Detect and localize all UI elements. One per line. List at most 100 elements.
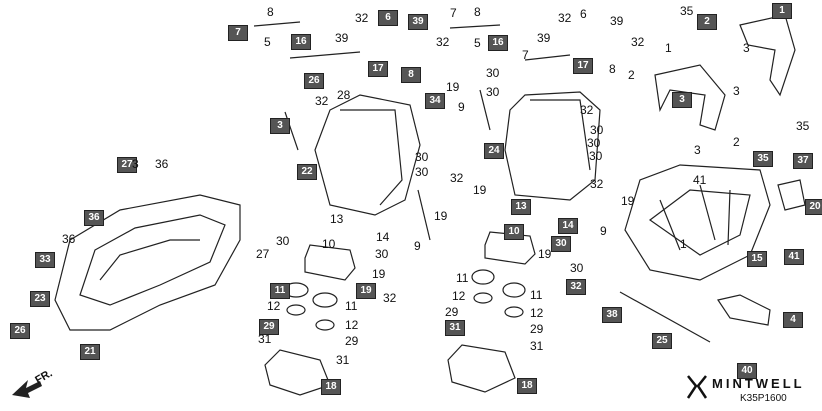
tag-4: 4: [783, 312, 803, 328]
frame-main: [624, 164, 771, 281]
callout-32i: 32: [590, 177, 604, 191]
callout-12c: 12: [452, 289, 466, 303]
tag-40: 40: [737, 363, 757, 379]
tag-38: 38: [602, 307, 622, 323]
tag-18b: 18: [517, 378, 537, 394]
callout-32h: 32: [580, 103, 594, 117]
tag-3: 3: [270, 118, 290, 134]
tag-34: 34: [425, 93, 445, 109]
bracket-right: [717, 294, 771, 326]
callout-8c: 8: [609, 62, 616, 76]
tag-36: 36: [84, 210, 104, 226]
callout-1: 1: [665, 41, 672, 55]
callout-19e: 19: [538, 247, 552, 261]
tag-2: 2: [697, 14, 717, 30]
callout-19f: 19: [621, 194, 635, 208]
callout-32g: 32: [450, 171, 464, 185]
callout-13: 13: [330, 212, 344, 226]
tag-21: 21: [80, 344, 100, 360]
callout-32: 32: [355, 11, 369, 25]
callout-28: 28: [337, 88, 351, 102]
tag-39: 39: [408, 14, 428, 30]
tag-16b: 16: [488, 35, 508, 51]
callout-31b: 31: [336, 353, 350, 367]
tag-1: 1: [772, 3, 792, 19]
callout-5b: 5: [474, 36, 481, 50]
callout-3c: 3: [743, 41, 750, 55]
bracket-left: [304, 244, 356, 281]
tag-27: 27: [117, 157, 137, 173]
logo-text: MINTWELL: [712, 376, 805, 391]
tag-30: 30: [551, 236, 571, 252]
callout-11b: 11: [456, 271, 469, 285]
callout-7: 7: [450, 6, 457, 20]
tag-26b: 26: [10, 323, 30, 339]
tag-6: 6: [378, 10, 398, 26]
tag-19: 19: [356, 283, 376, 299]
callout-27: 27: [256, 247, 270, 261]
callout-9b: 9: [414, 239, 421, 253]
logo-mark-icon: [686, 375, 708, 399]
liner-left: [314, 94, 421, 216]
tag-33: 33: [35, 252, 55, 268]
tag-14: 14: [558, 218, 578, 234]
callout-6: 6: [580, 7, 587, 21]
callout-14: 14: [376, 230, 390, 244]
callout-32f: 32: [631, 35, 645, 49]
callout-30d: 30: [486, 85, 500, 99]
callout-30i: 30: [589, 149, 603, 163]
tag-32: 32: [566, 279, 586, 295]
tag-35: 35: [753, 151, 773, 167]
callout-29: 29: [345, 334, 359, 348]
tag-31: 31: [445, 320, 465, 336]
callout-29c: 29: [530, 322, 544, 336]
mintwell-logo: MINTWELL: [686, 372, 806, 406]
callout-3e: 3: [694, 143, 701, 157]
callout-32c: 32: [315, 94, 329, 108]
callout-32d: 32: [383, 291, 397, 305]
callout-30f: 30: [415, 165, 429, 179]
callout-41: 41: [693, 173, 707, 187]
callout-39c: 39: [537, 31, 551, 45]
callout-19c: 19: [473, 183, 487, 197]
callout-29b: 29: [445, 305, 459, 319]
tag-20: 20: [805, 199, 822, 215]
callout-30: 30: [276, 234, 290, 248]
callout-8: 8: [267, 5, 274, 19]
tag-13: 13: [511, 199, 531, 215]
tag-16: 16: [291, 34, 311, 50]
callout-8b: 8: [474, 5, 481, 19]
callout-32b: 32: [436, 35, 450, 49]
tag-15: 15: [747, 251, 767, 267]
callout-12b: 12: [345, 318, 359, 332]
storage-box-left: [54, 194, 241, 331]
tag-3b: 3: [672, 92, 692, 108]
callout-31c: 31: [530, 339, 544, 353]
callout-5: 5: [264, 35, 271, 49]
callout-30g: 30: [570, 261, 584, 275]
callout-1b: 1: [680, 237, 687, 251]
tag-22: 22: [297, 164, 317, 180]
callout-39b: 39: [610, 14, 624, 28]
callout-30e: 30: [415, 150, 429, 164]
carrier-upper: [739, 14, 796, 97]
callout-31: 31: [258, 332, 272, 346]
callout-3d: 3: [733, 84, 740, 98]
liner-middle: [504, 91, 601, 201]
tag-17b: 17: [573, 58, 593, 74]
callout-39: 39: [335, 31, 349, 45]
tag-23: 23: [30, 291, 50, 307]
tag-25: 25: [652, 333, 672, 349]
callout-12d: 12: [530, 306, 544, 320]
callout-35b: 35: [796, 119, 810, 133]
callout-2b: 2: [733, 135, 740, 149]
callout-9c: 9: [600, 224, 607, 238]
cover-middle: [447, 344, 516, 393]
bracket-middle: [484, 231, 536, 265]
part-code: K35P1600: [740, 393, 787, 404]
callout-19b: 19: [446, 80, 460, 94]
callout-30j: 30: [587, 136, 601, 150]
callout-36b: 36: [62, 232, 76, 246]
front-arrow: [12, 380, 42, 398]
